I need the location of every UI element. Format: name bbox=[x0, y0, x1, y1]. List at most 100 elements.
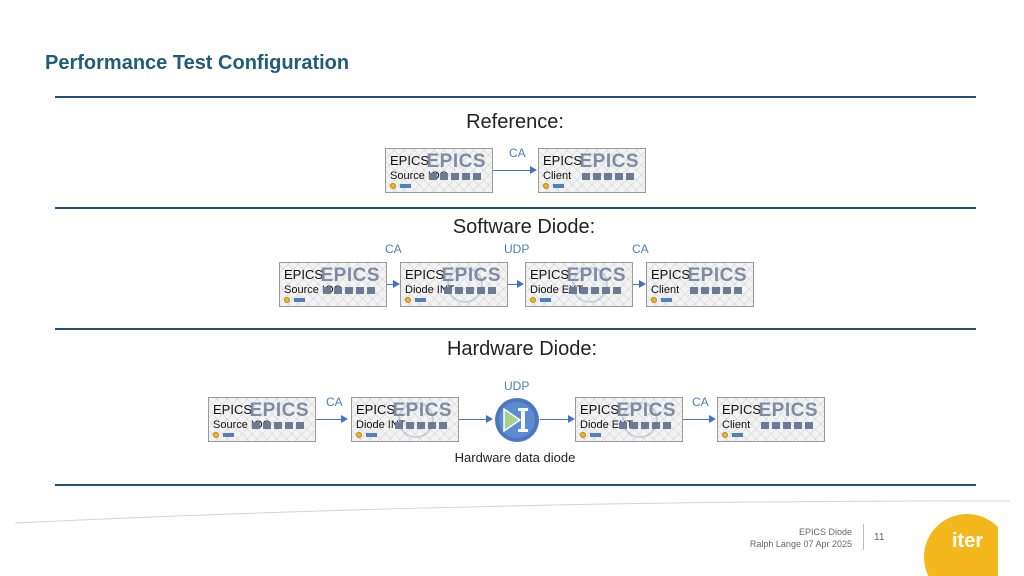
status-dot-icon bbox=[390, 183, 396, 189]
hw-diode-ext-box: EPICS Diode EXT EPICS bbox=[575, 397, 683, 442]
box-label: EPICS bbox=[580, 402, 620, 417]
sw-source-ioc-box: EPICS Source IOC EPICS bbox=[279, 262, 387, 307]
divider-bottom bbox=[55, 484, 976, 486]
epics-logo-icon: EPICS bbox=[392, 400, 452, 421]
status-bar-icon bbox=[661, 298, 672, 302]
box-sublabel: Client bbox=[651, 284, 680, 296]
status-bar-icon bbox=[732, 433, 743, 437]
epics-logo-blocks bbox=[569, 287, 624, 294]
epics-logo-icon: EPICS bbox=[579, 151, 639, 172]
status-dot-icon bbox=[580, 432, 586, 438]
ref-client-box: EPICS Client EPICS bbox=[538, 148, 646, 193]
arrow-head-icon bbox=[709, 415, 716, 423]
epics-logo-blocks bbox=[429, 173, 484, 180]
status-dot-icon bbox=[284, 297, 290, 303]
epics-logo-icon: EPICS bbox=[441, 265, 501, 286]
epics-logo-icon: EPICS bbox=[426, 151, 486, 172]
status-dot-icon bbox=[356, 432, 362, 438]
status-dot-icon bbox=[651, 297, 657, 303]
status-bar-icon bbox=[540, 298, 551, 302]
link-label: UDP bbox=[504, 379, 530, 393]
status-bar-icon bbox=[553, 184, 564, 188]
arrow-line bbox=[459, 419, 486, 420]
arrow-line bbox=[387, 284, 393, 285]
diode-play-icon bbox=[495, 398, 539, 442]
link-label: CA bbox=[385, 242, 402, 256]
box-label: EPICS bbox=[722, 402, 762, 417]
diode-caption: Hardware data diode bbox=[454, 450, 576, 465]
section-title-reference: Reference: bbox=[466, 111, 564, 133]
diode-watermark-icon bbox=[572, 267, 608, 303]
divider-top bbox=[55, 96, 976, 98]
box-label: EPICS bbox=[651, 267, 691, 282]
link-label: UDP bbox=[504, 242, 530, 256]
box-sublabel: Diode INT bbox=[356, 419, 406, 431]
status-dot-icon bbox=[530, 297, 536, 303]
epics-logo-blocks bbox=[252, 422, 307, 429]
status-dot-icon bbox=[722, 432, 728, 438]
divider-2 bbox=[55, 328, 976, 330]
sw-diode-int-box: EPICS Diode INT EPICS bbox=[400, 262, 508, 307]
diode-watermark-icon bbox=[622, 402, 658, 438]
box-label: EPICS bbox=[543, 153, 583, 168]
arrow-line bbox=[683, 419, 709, 420]
epics-logo-blocks bbox=[323, 287, 378, 294]
status-bar-icon bbox=[366, 433, 377, 437]
footer-swoosh bbox=[14, 500, 1011, 524]
hw-client-box: EPICS Client EPICS bbox=[717, 397, 825, 442]
epics-logo-icon: EPICS bbox=[616, 400, 676, 421]
ref-source-ioc-box: EPICS Source IOC EPICS bbox=[385, 148, 493, 193]
footer-doc-title: EPICS Diode bbox=[798, 527, 852, 537]
box-label: EPICS bbox=[213, 402, 253, 417]
status-dot-icon bbox=[405, 297, 411, 303]
box-sublabel: Client bbox=[543, 170, 572, 182]
epics-logo-blocks bbox=[582, 173, 637, 180]
status-bar-icon bbox=[400, 184, 411, 188]
box-label: EPICS bbox=[390, 153, 430, 168]
section-title-software: Software Diode: bbox=[452, 216, 596, 238]
arrow-head-icon bbox=[486, 415, 493, 423]
arrow-head-icon bbox=[517, 280, 524, 288]
arrow-head-icon bbox=[568, 415, 575, 423]
diode-watermark-icon bbox=[398, 402, 434, 438]
status-bar-icon bbox=[415, 298, 426, 302]
epics-logo-icon: EPICS bbox=[249, 400, 309, 421]
arrow-head-icon bbox=[639, 280, 646, 288]
sw-client-box: EPICS Client EPICS bbox=[646, 262, 754, 307]
box-label: EPICS bbox=[284, 267, 324, 282]
iter-logo-text: iter bbox=[952, 530, 984, 552]
box-label: EPICS bbox=[530, 267, 570, 282]
box-sublabel: Client bbox=[722, 419, 751, 431]
arrow-line bbox=[316, 419, 341, 420]
epics-logo-blocks bbox=[690, 287, 745, 294]
arrow-head-icon bbox=[341, 415, 348, 423]
epics-logo-icon: EPICS bbox=[758, 400, 818, 421]
epics-logo-icon: EPICS bbox=[320, 265, 380, 286]
status-bar-icon bbox=[294, 298, 305, 302]
epics-logo-blocks bbox=[395, 422, 450, 429]
hw-diode-int-box: EPICS Diode INT EPICS bbox=[351, 397, 459, 442]
box-sublabel: Diode INT bbox=[405, 284, 455, 296]
epics-logo-blocks bbox=[761, 422, 816, 429]
epics-logo-icon: EPICS bbox=[566, 265, 626, 286]
epics-logo-blocks bbox=[444, 287, 499, 294]
page-title: Performance Test Configuration bbox=[45, 52, 350, 74]
box-label: EPICS bbox=[356, 402, 396, 417]
link-label: CA bbox=[509, 146, 526, 160]
page-number: 11 bbox=[874, 532, 885, 543]
link-label: CA bbox=[632, 242, 649, 256]
arrow-line bbox=[540, 419, 568, 420]
link-label: CA bbox=[692, 395, 709, 409]
arrow-line bbox=[508, 284, 518, 285]
status-bar-icon bbox=[590, 433, 601, 437]
arrow-head-icon bbox=[530, 166, 537, 174]
footer-divider bbox=[863, 524, 864, 550]
box-label: EPICS bbox=[405, 267, 445, 282]
hw-source-ioc-box: EPICS Source IOC EPICS bbox=[208, 397, 316, 442]
divider-1 bbox=[55, 207, 976, 209]
arrow-head-icon bbox=[393, 280, 400, 288]
sw-diode-ext-box: EPICS Diode EXT EPICS bbox=[525, 262, 633, 307]
footer-author-date: Ralph Lange 07 Apr 2025 bbox=[749, 539, 852, 549]
diode-watermark-icon bbox=[447, 267, 483, 303]
link-label: CA bbox=[326, 395, 343, 409]
